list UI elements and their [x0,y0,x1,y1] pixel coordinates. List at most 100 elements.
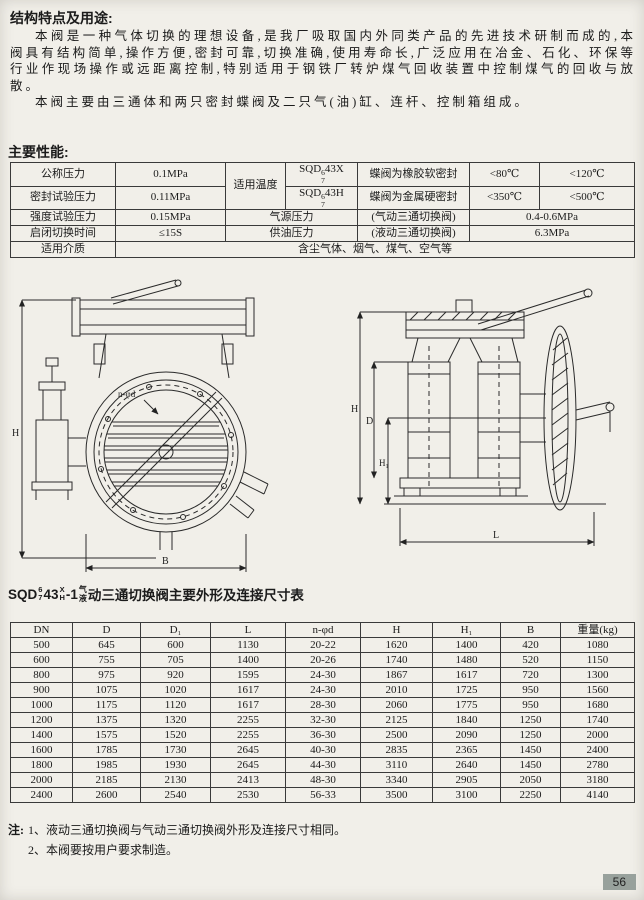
perf-label-switch-time: 启闭切换时间 [10,225,116,242]
dim-table-row: 1000 1175 1120 1617 28-30 2060 1775 950 … [10,697,635,713]
dim-cell-dn: 1600 [10,742,73,758]
dim-cell-weight: 3180 [560,772,635,788]
dim-cell-l: 2255 [210,712,286,728]
dim-cell-nphid: 20-26 [285,652,361,668]
dim-cell-dn: 800 [10,667,73,683]
dim-label-l: L [493,530,499,541]
dim-cell-d: 975 [72,667,141,683]
notes-label: 注: [8,823,24,837]
dim-col-header: D₁ [140,622,211,638]
dim-table-row: 1600 1785 1730 2645 40-30 2835 2365 1450… [10,742,635,758]
dim-cell-d1: 2540 [140,787,211,803]
dim-cell-dn: 1400 [10,727,73,743]
dim-cell-h: 1620 [360,637,433,653]
dim-title-model-tail: -1 [65,586,78,602]
dim-cell-b: 1250 [500,712,561,728]
dim-table-row: 500 645 600 1130 20-22 1620 1400 420 108… [10,637,635,653]
dim-title-drive-stack: 气液 [78,584,87,603]
dim-col-header: D [72,622,141,638]
perf-air-value: 0.4-0.6MPa [469,209,635,226]
dim-cell-dn: 900 [10,682,73,698]
dim-cell-h1: 2365 [432,742,501,758]
perf-row-switch-time: 启闭切换时间 ≤15S 供油压力 (液动三通切换阀) 6.3MPa [10,225,635,242]
perf-hard-seal-text: 蝶阀为金属硬密封 [357,185,470,210]
dim-cell-l: 1400 [210,652,286,668]
dim-cell-l: 2255 [210,727,286,743]
dim-cell-weight: 1300 [560,667,635,683]
note-item: 1、液动三通切换阀与气动三通切换阀外形及连接尺寸相同。 [28,823,347,837]
features-paragraph-1: 本阀是一种气体切换的理想设备,是我厂吸取国内外同类产品的先进技术研制而成的,本阀… [10,29,636,93]
dim-cell-weight: 1080 [560,637,635,653]
dim-col-header: H [360,622,433,638]
dim-cell-h1: 1400 [432,637,501,653]
dim-col-header: DN [10,622,73,638]
dim-cell-h1: 2905 [432,772,501,788]
dim-table-row: 1400 1575 1520 2255 36-30 2500 2090 1250… [10,727,635,743]
perf-value-medium: 含尘气体、烟气、煤气、空气等 [115,241,635,258]
dim-cell-d: 1175 [72,697,141,713]
dim-table-row: 900 1075 1020 1617 24-30 2010 1725 950 1… [10,682,635,698]
dim-cell-weight: 2780 [560,757,635,773]
dim-cell-l: 2645 [210,757,286,773]
page-number: 56 [602,874,636,890]
perf-oil-note: (液动三通切换阀) [357,225,470,242]
dim-cell-b: 950 [500,682,561,698]
dim-cell-d1: 1320 [140,712,211,728]
dim-col-header: H₁ [432,622,501,638]
dim-cell-d: 2185 [72,772,141,788]
dim-col-header: B [500,622,561,638]
dim-cell-h: 2500 [360,727,433,743]
dim-cell-d1: 600 [140,637,211,653]
note-item: 2、本阀要按用户要求制造。 [28,843,179,858]
dim-cell-nphid: 20-22 [285,637,361,653]
dim-cell-h: 3110 [360,757,433,773]
notes: 注: 1、液动三通切换阀与气动三通切换阀外形及连接尺寸相同。 2、本阀要按用户要求… [8,820,628,861]
dim-cell-nphid: 40-30 [285,742,361,758]
dim-title-model-prefix: SQD [8,586,38,602]
dim-cell-d1: 705 [140,652,211,668]
perf-hard-temp-2: <500℃ [539,185,635,210]
perf-value-nominal: 0.1MPa [115,162,226,187]
dim-table-body: 500 645 600 1130 20-22 1620 1400 420 108… [10,637,635,803]
perf-value-seal-test: 0.11MPa [115,185,226,210]
dim-cell-d1: 1120 [140,697,211,713]
dim-cell-d1: 1520 [140,727,211,743]
dim-cell-h1: 1480 [432,652,501,668]
dim-cell-dn: 500 [10,637,73,653]
dim-cell-h1: 1840 [432,712,501,728]
dim-table-row: 2400 2600 2540 2530 56-33 3500 3100 2250… [10,787,635,803]
dim-cell-dn: 1800 [10,757,73,773]
dim-cell-weight: 1680 [560,697,635,713]
features-heading: 结构特点及用途: [10,10,113,26]
dim-cell-d: 1575 [72,727,141,743]
dim-table-row: 1200 1375 1320 2255 32-30 2125 1840 1250… [10,712,635,728]
notes-list: 1、液动三通切换阀与气动三通切换阀外形及连接尺寸相同。 2、本阀要按用户要求制造。 [28,820,346,861]
dim-cell-b: 2250 [500,787,561,803]
dim-cell-b: 1450 [500,757,561,773]
dim-cell-weight: 1740 [560,712,635,728]
dim-cell-d1: 920 [140,667,211,683]
dim-cell-dn: 1000 [10,697,73,713]
dim-cell-l: 1617 [210,682,286,698]
dim-cell-b: 1250 [500,727,561,743]
dim-cell-l: 2530 [210,787,286,803]
dim-title-model-mid: 43 [43,586,59,602]
dim-cell-dn: 1200 [10,712,73,728]
dim-cell-nphid: 24-30 [285,667,361,683]
bolt-circle-label: n-φd [118,389,136,399]
dim-cell-l: 1595 [210,667,286,683]
dim-cell-b: 420 [500,637,561,653]
dim-cell-h: 2010 [360,682,433,698]
perf-oil-label: 供油压力 [225,225,358,242]
dim-label-h-left: H [12,428,19,439]
perf-oil-value: 6.3MPa [469,225,635,242]
dim-cell-l: 2413 [210,772,286,788]
